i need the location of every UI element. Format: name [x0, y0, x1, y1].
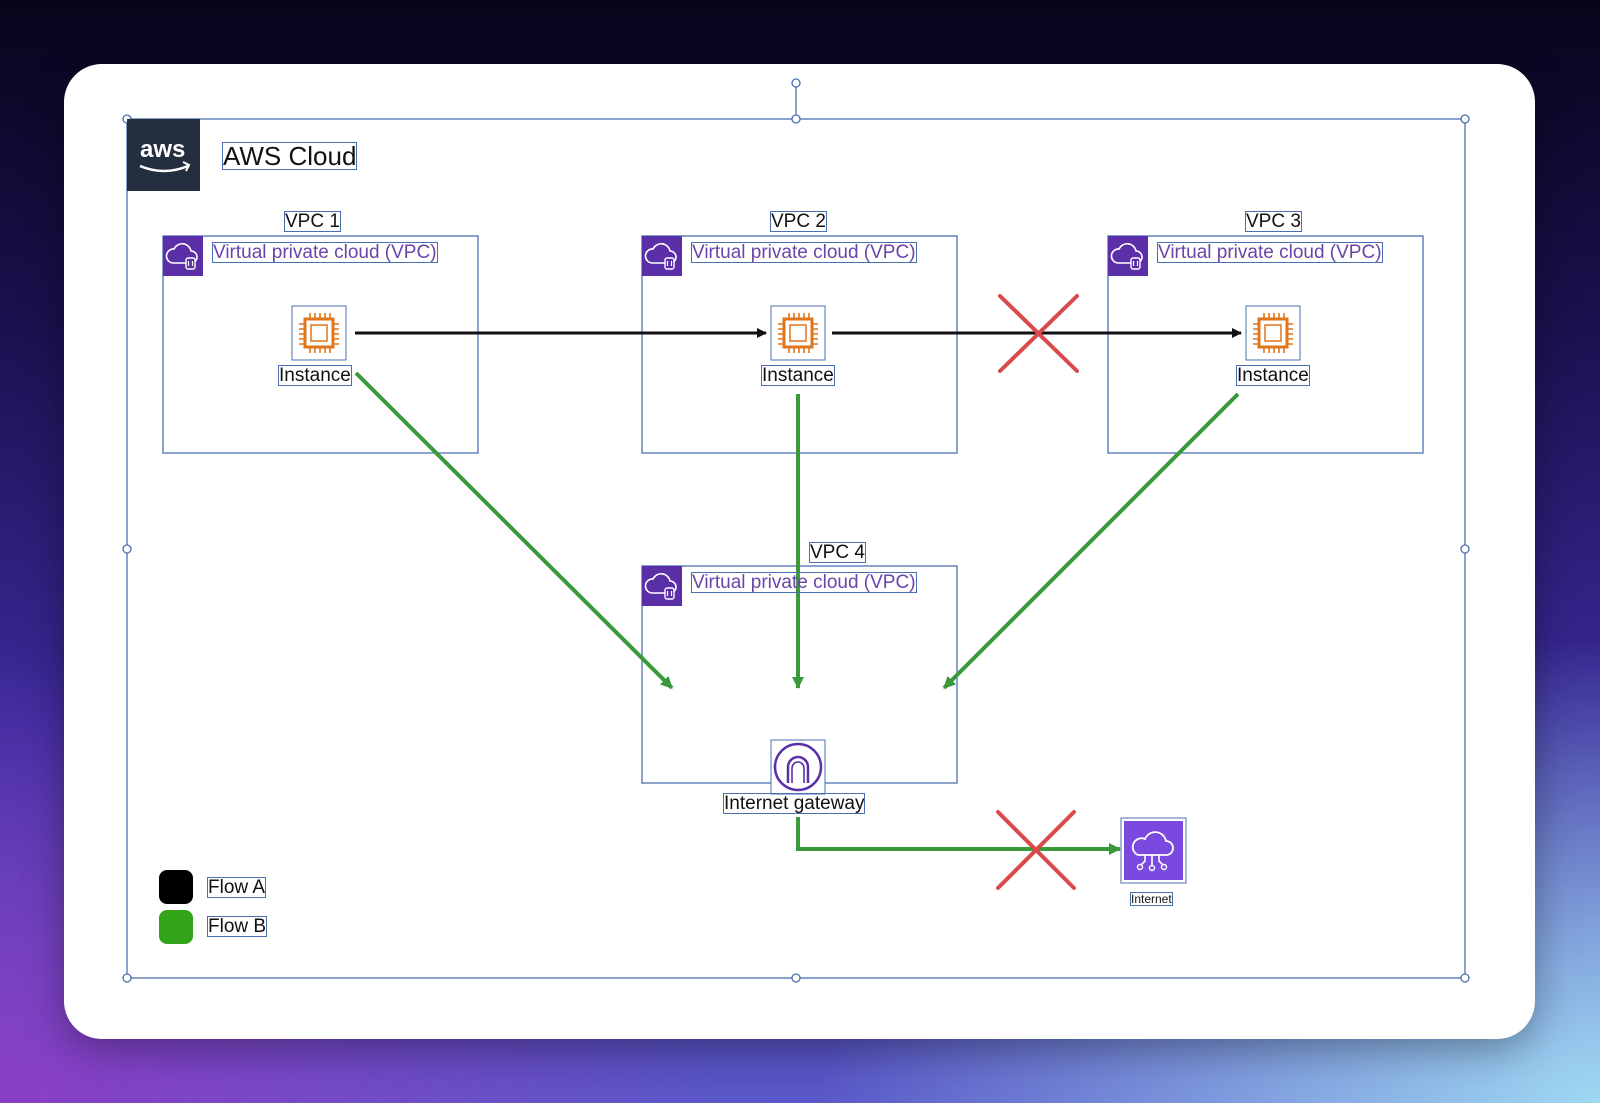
vpc4-icon [641, 565, 683, 607]
vpc1-name[interactable]: VPC 1 [284, 211, 341, 232]
aws-logo [127, 119, 200, 191]
vpc2-instance-label[interactable]: Instance [761, 365, 835, 386]
vpc1-icon [162, 235, 204, 277]
flow-b-vpc1-to-vpc4[interactable] [354, 371, 674, 690]
vpc3-tag[interactable]: Virtual private cloud (VPC) [1157, 242, 1383, 263]
aws-logo-text: aws [140, 136, 186, 163]
instance1-icon[interactable] [291, 305, 347, 361]
aws-cloud-title[interactable]: AWS Cloud [221, 141, 358, 171]
vpc3-instance-label[interactable]: Instance [1236, 365, 1310, 386]
vpc2-name[interactable]: VPC 2 [770, 211, 827, 232]
vpc2-tag[interactable]: Virtual private cloud (VPC) [691, 242, 917, 263]
vpc3-name[interactable]: VPC 3 [1245, 211, 1302, 232]
legend-swatch-flow-b [159, 910, 193, 944]
vpc4-name[interactable]: VPC 4 [809, 542, 866, 563]
legend-label-flow-a[interactable]: Flow A [206, 877, 267, 898]
vpc4-tag[interactable]: Virtual private cloud (VPC) [691, 572, 917, 593]
internet-cloud-icon[interactable] [1120, 817, 1187, 884]
internet-label[interactable]: Internet [1130, 892, 1173, 906]
vpc1-box[interactable] [162, 235, 479, 454]
blocked-x-icon [998, 294, 1079, 373]
legend-label-flow-b[interactable]: Flow B [206, 916, 268, 937]
vpc3-icon [1107, 235, 1149, 277]
flow-b-gateway-to-internet[interactable] [796, 817, 1121, 855]
vpc1-tag[interactable]: Virtual private cloud (VPC) [212, 242, 438, 263]
flow-b-vpc3-to-vpc4[interactable] [942, 392, 1240, 690]
instance2-icon[interactable] [770, 305, 826, 361]
vpc2-icon [641, 235, 683, 277]
vpc1-instance-label[interactable]: Instance [278, 365, 352, 386]
vpc3-box[interactable] [1107, 235, 1424, 454]
internet-gateway-label[interactable]: Internet gateway [722, 793, 866, 814]
instance3-icon[interactable] [1245, 305, 1301, 361]
blocked-x-icon [996, 810, 1076, 890]
internet-gateway-icon[interactable] [770, 739, 826, 795]
legend-swatch-flow-a [159, 870, 193, 904]
